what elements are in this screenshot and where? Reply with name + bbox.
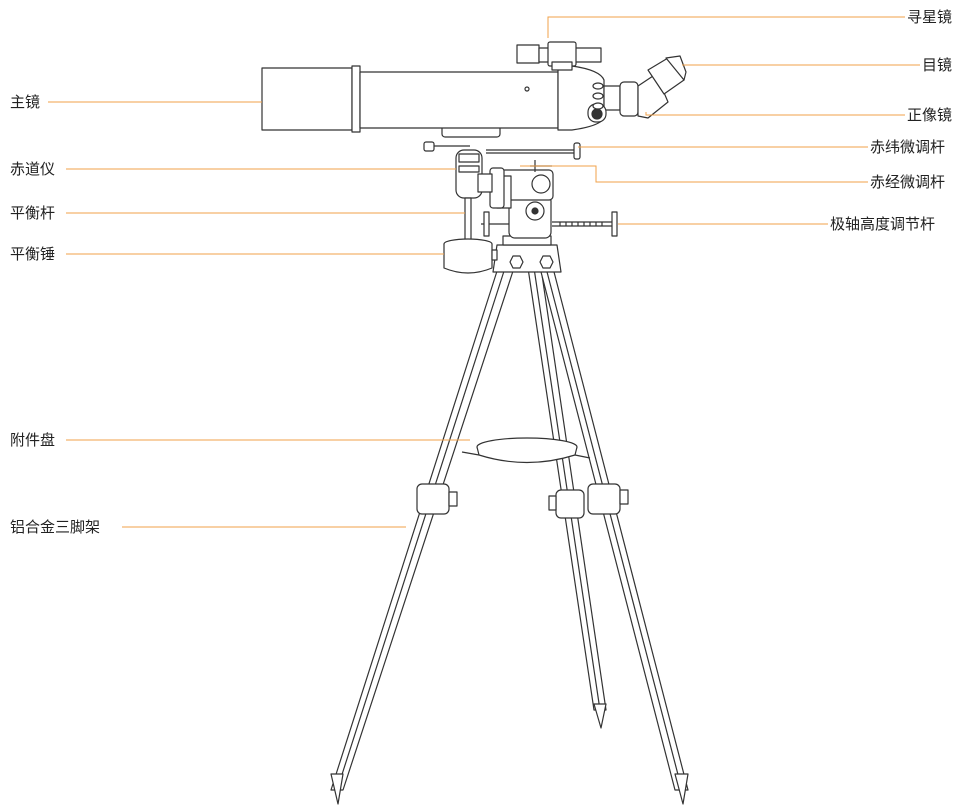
latitude-adjuster-shape [481, 211, 618, 237]
tripod-legs [330, 267, 689, 805]
label-dec-slow-motion: 赤纬微调杆 [870, 138, 946, 156]
label-accessory-tray: 附件盘 [10, 431, 56, 449]
label-finder-scope: 寻星镜 [907, 8, 953, 26]
label-erecting-prism: 正像镜 [907, 106, 953, 124]
label-aluminum-tripod: 铝合金三脚架 [10, 518, 101, 536]
label-main-tube: 主镜 [10, 93, 41, 111]
label-counterweight-rod: 平衡杆 [10, 204, 56, 222]
label-equatorial-mount: 赤道仪 [10, 160, 56, 178]
label-ra-slow-motion: 赤经微调杆 [870, 173, 946, 191]
accessory-tray-shape [461, 437, 591, 464]
diagonal-eyepiece-shape [619, 55, 687, 119]
main-tube-shape [261, 65, 621, 133]
mount-body [455, 142, 581, 239]
finder-scope-shape [516, 41, 602, 71]
label-eyepiece: 目镜 [922, 56, 953, 74]
tripod-head [492, 235, 562, 273]
label-counterweight: 平衡锤 [10, 245, 56, 263]
leader-lines [48, 16, 920, 528]
label-latitude-adjuster: 极轴高度调节杆 [830, 215, 936, 233]
counterweight-shape [443, 197, 498, 274]
